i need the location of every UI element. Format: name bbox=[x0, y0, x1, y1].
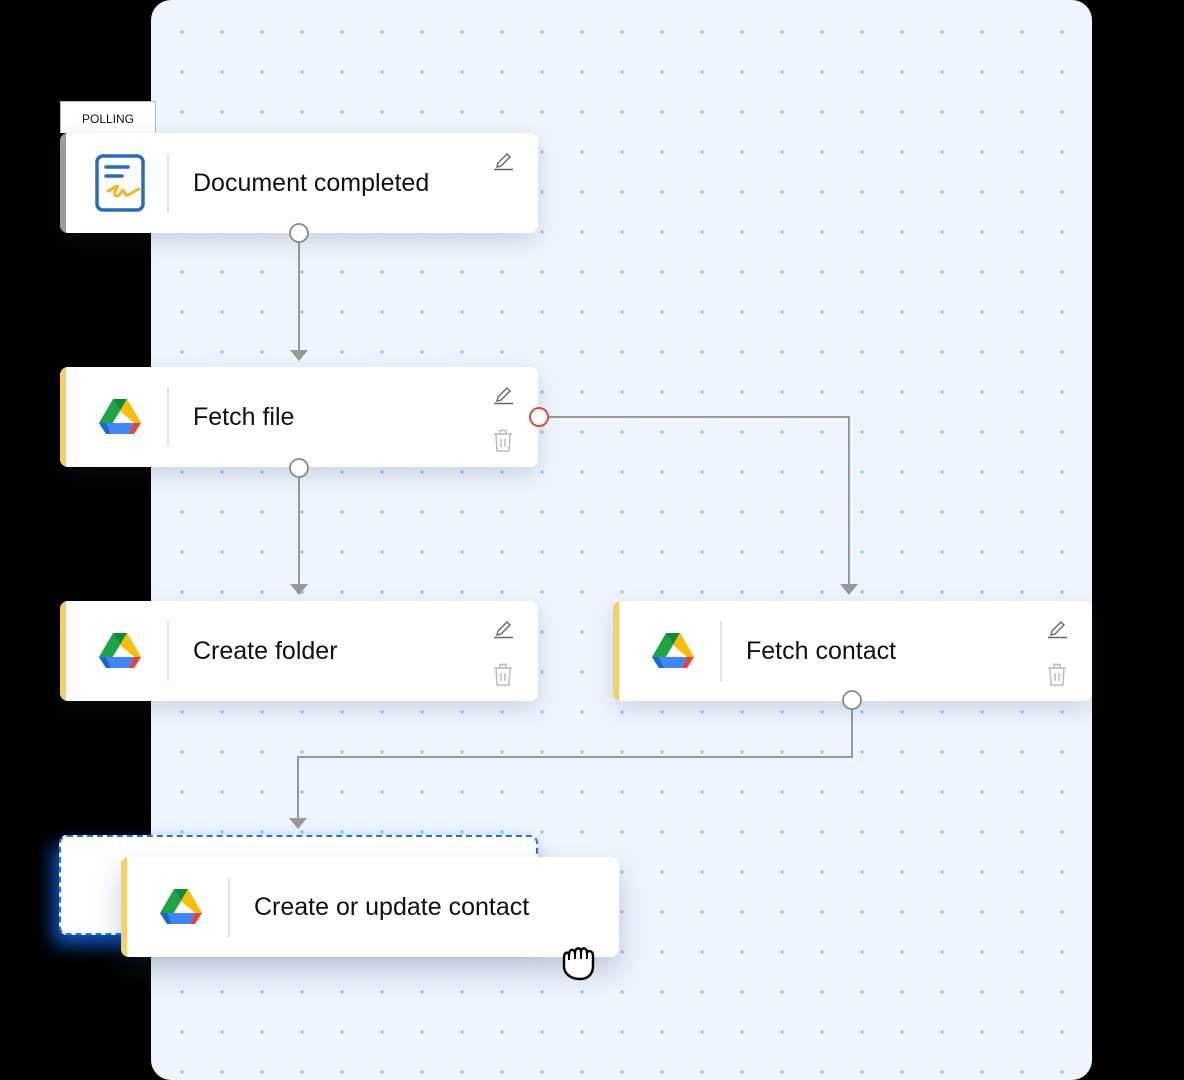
divider bbox=[720, 621, 722, 681]
node-accent bbox=[60, 601, 66, 701]
output-port[interactable] bbox=[289, 458, 309, 478]
node-accent bbox=[613, 601, 619, 701]
node-accent bbox=[121, 857, 127, 957]
edit-pencil-icon[interactable] bbox=[492, 383, 514, 405]
divider bbox=[167, 621, 169, 681]
node-fetch-file[interactable]: Fetch file bbox=[60, 367, 538, 467]
arrow-head-icon bbox=[290, 350, 308, 361]
google-drive-icon bbox=[93, 623, 147, 679]
node-title: Create folder bbox=[193, 637, 338, 665]
arrow-head-icon bbox=[290, 584, 308, 595]
output-port[interactable] bbox=[842, 690, 862, 710]
arrow-head-icon bbox=[840, 584, 858, 595]
node-title: Fetch contact bbox=[746, 637, 897, 665]
node-title: Fetch file bbox=[193, 403, 295, 431]
arrow-head-icon bbox=[289, 818, 307, 829]
google-drive-icon bbox=[93, 389, 147, 445]
trash-icon[interactable] bbox=[492, 429, 514, 453]
edit-pencil-icon[interactable] bbox=[492, 617, 514, 639]
output-port[interactable] bbox=[289, 223, 309, 243]
trash-icon[interactable] bbox=[492, 663, 514, 687]
node-title: Document completed bbox=[193, 169, 430, 197]
node-create-folder[interactable]: Create folder bbox=[60, 601, 538, 701]
trash-icon[interactable] bbox=[1046, 663, 1068, 687]
node-accent bbox=[60, 133, 66, 233]
edit-pencil-icon[interactable] bbox=[1046, 617, 1068, 639]
node-title: Create or update contact bbox=[254, 893, 530, 921]
node-document-completed[interactable]: Document completed bbox=[60, 133, 538, 233]
node-accent bbox=[60, 367, 66, 467]
node-fetch-contact[interactable]: Fetch contact bbox=[613, 601, 1092, 701]
error-output-port[interactable] bbox=[529, 407, 549, 427]
divider bbox=[167, 153, 169, 213]
google-drive-icon bbox=[646, 623, 700, 679]
writer-sign-icon bbox=[93, 154, 147, 212]
node-create-or-update-contact[interactable]: Create or update contact bbox=[121, 857, 619, 957]
divider bbox=[228, 877, 230, 937]
divider bbox=[167, 387, 169, 447]
grab-hand-icon bbox=[558, 938, 602, 982]
polling-tab: POLLING bbox=[60, 101, 156, 133]
edit-pencil-icon[interactable] bbox=[492, 149, 514, 171]
google-drive-icon bbox=[154, 879, 208, 935]
